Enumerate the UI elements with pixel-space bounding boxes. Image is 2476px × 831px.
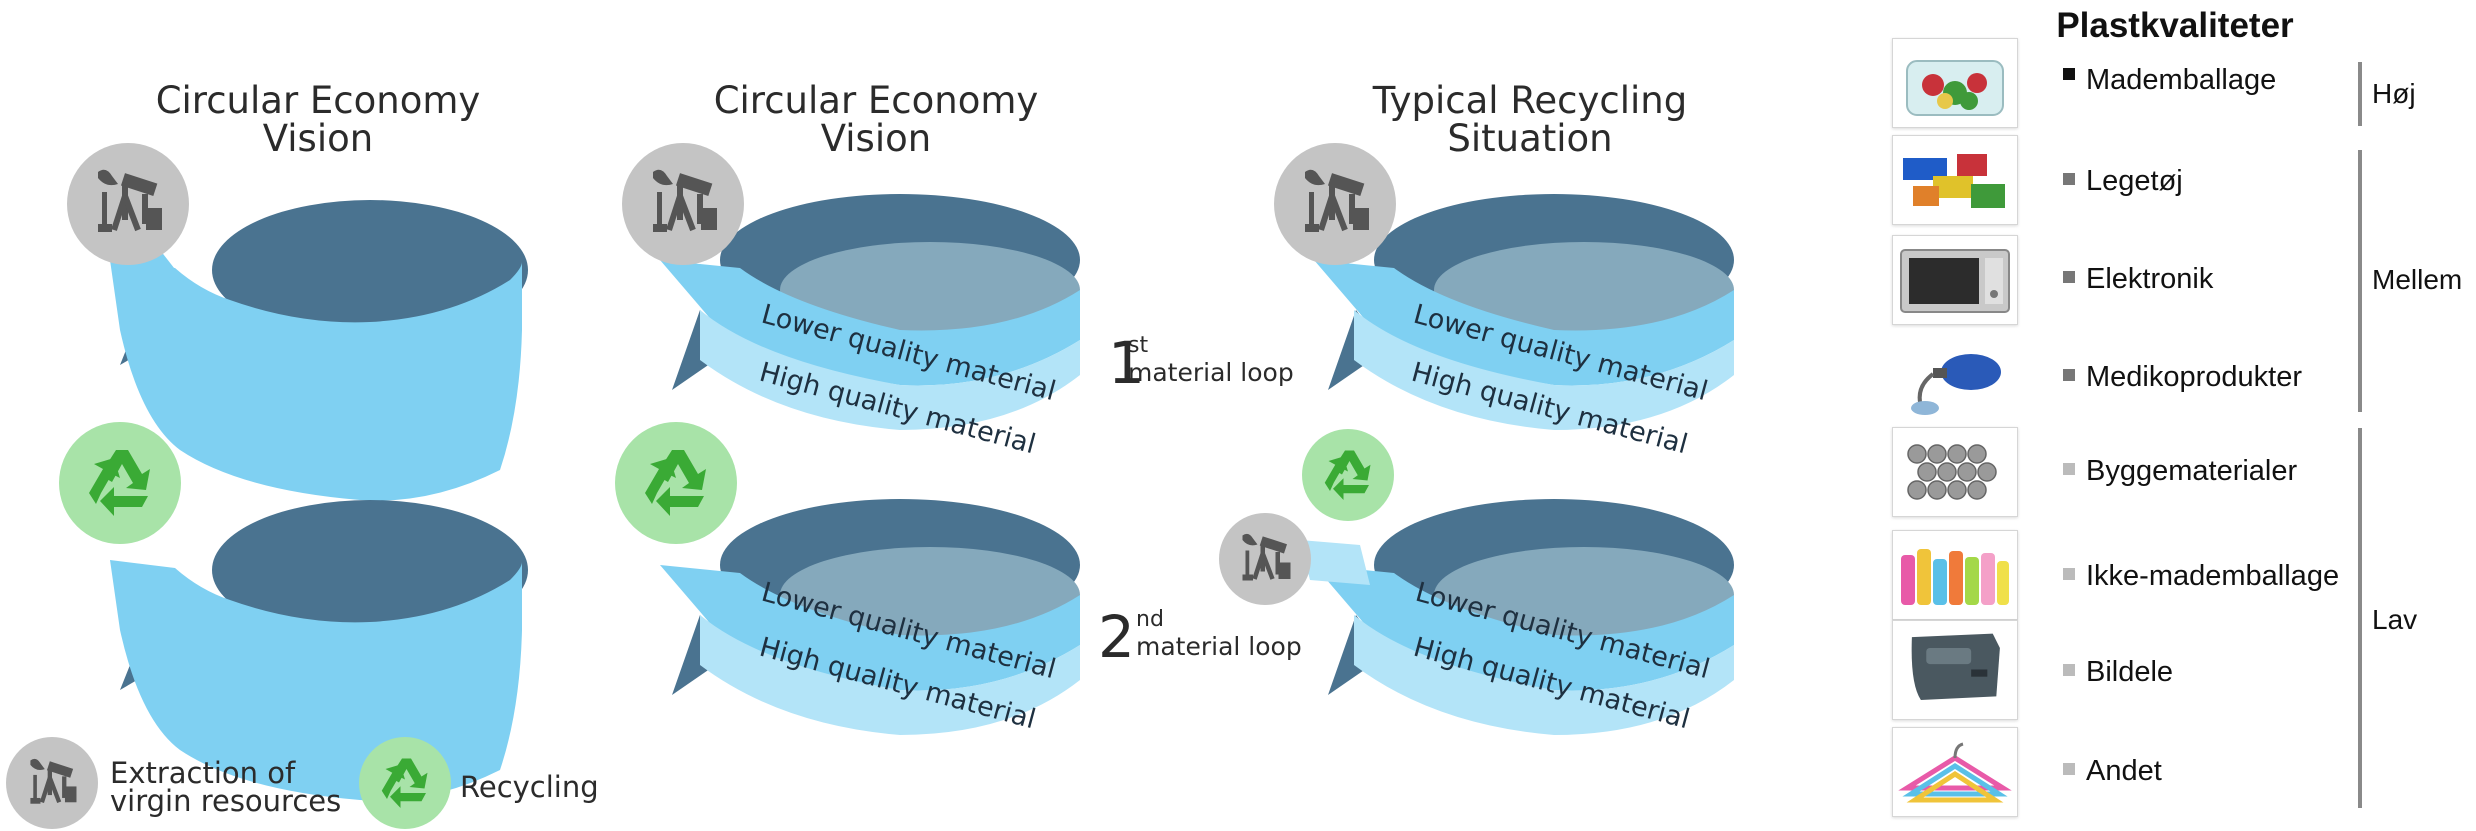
panel-circular-vision-2: Circular Economy Vision Lower quality ma… (615, 79, 1302, 735)
recycle-icon (615, 422, 737, 544)
panel-title-line1: Circular Economy (714, 79, 1039, 122)
list-item: Bildele (1880, 620, 2300, 720)
first-loop-label: 1 st material loop (1108, 329, 1294, 397)
bottles-icon (1892, 530, 2018, 620)
plastic-quality-panel: Plastkvaliteter Mademballage Legetøj Ele… (1880, 0, 2476, 831)
svg-text:material loop: material loop (1136, 632, 1302, 661)
panel-title-line2: Vision (263, 117, 373, 160)
bullet (2063, 664, 2075, 676)
legend-recycling: Recycling (460, 770, 599, 804)
second-loop-label: 2 nd material loop (1098, 603, 1302, 671)
svg-text:1: 1 (1108, 329, 1145, 397)
plastic-quality-title: Plastkvaliteter (2056, 6, 2294, 45)
oil-pump-icon (1274, 143, 1396, 265)
recycle-icon (59, 422, 181, 544)
list-item: Mademballage (1880, 38, 2300, 136)
svg-text:material loop: material loop (1128, 358, 1294, 387)
medical-device-icon (1892, 333, 2018, 423)
item-label: Byggematerialer (2086, 455, 2298, 487)
svg-text:nd: nd (1136, 607, 1164, 632)
level-label-low: Lav (2372, 604, 2418, 635)
level-bracket-medium (2358, 150, 2362, 412)
food-container-icon (1892, 38, 2018, 128)
item-label: Ikke-mademballage (2086, 560, 2340, 592)
item-label: Legetøj (2086, 165, 2183, 197)
oil-pump-icon (1219, 513, 1311, 605)
legend-extraction-line2: virgin resources (110, 784, 341, 818)
oil-pump-icon (622, 143, 744, 265)
list-item: Andet (1880, 727, 2300, 825)
panel-title-line2: Vision (821, 117, 931, 160)
material-ring: Lower quality material High quality mate… (660, 194, 1080, 460)
legend-extraction-line1: Extraction of (110, 756, 296, 790)
item-label: Mademballage (2086, 64, 2277, 96)
pipes-icon (1892, 427, 2018, 517)
oil-pump-icon (67, 143, 189, 265)
material-ring (110, 200, 528, 501)
recycle-icon (359, 737, 451, 829)
item-label: Elektronik (2086, 263, 2214, 295)
material-ring: Lower quality material High quality mate… (660, 499, 1080, 735)
list-item: Byggematerialer (1880, 427, 2300, 525)
svg-text:st: st (1128, 333, 1148, 358)
level-label-high: Høj (2372, 78, 2416, 109)
legend: Extraction of virgin resources Recycling (6, 737, 599, 829)
panel-title-line2: Situation (1447, 117, 1612, 160)
item-label: Andet (2086, 755, 2162, 787)
level-bracket-low (2358, 428, 2362, 808)
bullet (2063, 763, 2075, 775)
level-label-medium: Mellem (2372, 264, 2463, 295)
panel-typical-recycling: Typical Recycling Situation Lower qualit… (1219, 79, 1734, 735)
toy-blocks-icon (1892, 135, 2018, 225)
car-door-icon (1892, 620, 2018, 720)
material-loops-diagram: Circular Economy Vision Circular Economy… (6, 79, 1734, 829)
panel-circular-vision-1: Circular Economy Vision (59, 79, 528, 801)
panel-title-line1: Circular Economy (156, 79, 481, 122)
svg-text:2: 2 (1098, 603, 1135, 671)
list-item: Elektronik (1880, 235, 2300, 333)
list-item: Legetøj (1880, 135, 2300, 233)
list-item: Ikke-mademballage (1880, 530, 2339, 628)
level-bracket-high (2358, 62, 2362, 126)
material-ring: Lower quality material High quality mate… (1300, 499, 1734, 735)
panel-title-line1: Typical Recycling (1372, 79, 1687, 122)
hangers-icon (1892, 727, 2018, 817)
list-item: Medikoprodukter (1880, 333, 2302, 431)
oil-pump-icon (6, 737, 98, 829)
bullet (2063, 173, 2075, 185)
item-label: Bildele (2086, 656, 2174, 688)
material-ring: Lower quality material High quality mate… (1314, 194, 1734, 460)
bullet (2063, 369, 2075, 381)
item-label: Medikoprodukter (2086, 361, 2302, 393)
bullet (2063, 68, 2075, 80)
bullet (2063, 463, 2075, 475)
bullet (2063, 271, 2075, 283)
bullet (2063, 568, 2075, 580)
microwave-icon (1892, 235, 2018, 325)
recycle-icon (1302, 429, 1394, 521)
